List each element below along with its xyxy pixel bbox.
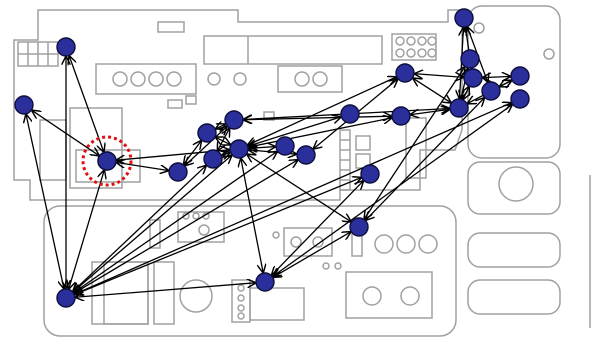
right-box-2	[467, 232, 561, 268]
highlight-layer	[81, 135, 133, 187]
node-n18[interactable]	[391, 106, 411, 126]
edge-n9-n4	[73, 165, 207, 292]
edge-n8-n5	[116, 162, 169, 170]
highlight-ring	[81, 135, 133, 187]
node-n12[interactable]	[275, 136, 295, 156]
board-top-outline	[13, 9, 463, 201]
node-n6[interactable]	[224, 110, 244, 130]
node-n19[interactable]	[395, 63, 415, 83]
node-n5[interactable]	[97, 151, 117, 171]
edge-n25-n22	[482, 76, 511, 77]
right-box-1	[467, 161, 561, 215]
edge-n10-n15	[272, 104, 512, 277]
node-n15[interactable]	[255, 272, 275, 292]
edge-n19-n20	[413, 78, 452, 103]
edge-n22-n19	[414, 74, 464, 78]
edge-n19-n11	[247, 77, 397, 146]
edge-n21-n16	[364, 67, 465, 220]
node-n24[interactable]	[481, 81, 501, 101]
node-n1[interactable]	[56, 37, 76, 57]
node-n25[interactable]	[510, 66, 530, 86]
edge-n11-n4	[73, 155, 232, 292]
edge-n24-n16	[365, 97, 484, 220]
node-n4[interactable]	[56, 288, 76, 308]
node-n23[interactable]	[454, 8, 474, 28]
node-n7[interactable]	[197, 123, 217, 143]
edge-layer	[26, 26, 513, 297]
node-n14[interactable]	[340, 104, 360, 124]
node-n13[interactable]	[296, 145, 316, 165]
node-n21[interactable]	[460, 49, 480, 69]
node-n20[interactable]	[449, 98, 469, 118]
edge-n11-n9	[221, 152, 230, 156]
node-n11[interactable]	[229, 139, 249, 159]
edge-n15-n4	[75, 283, 256, 298]
node-n9[interactable]	[203, 149, 223, 169]
node-n2[interactable]	[14, 95, 34, 115]
board-layout	[13, 5, 591, 337]
node-layer	[14, 8, 530, 308]
node-n16[interactable]	[349, 217, 369, 237]
node-n8[interactable]	[168, 162, 188, 182]
node-n10[interactable]	[510, 89, 530, 109]
node-n17[interactable]	[360, 164, 380, 184]
edge-n11-n7	[215, 137, 231, 145]
right-box-3	[467, 279, 561, 315]
edge-n2-n4	[26, 114, 64, 289]
edge-n17-n4	[74, 177, 361, 294]
node-n22[interactable]	[463, 68, 483, 88]
